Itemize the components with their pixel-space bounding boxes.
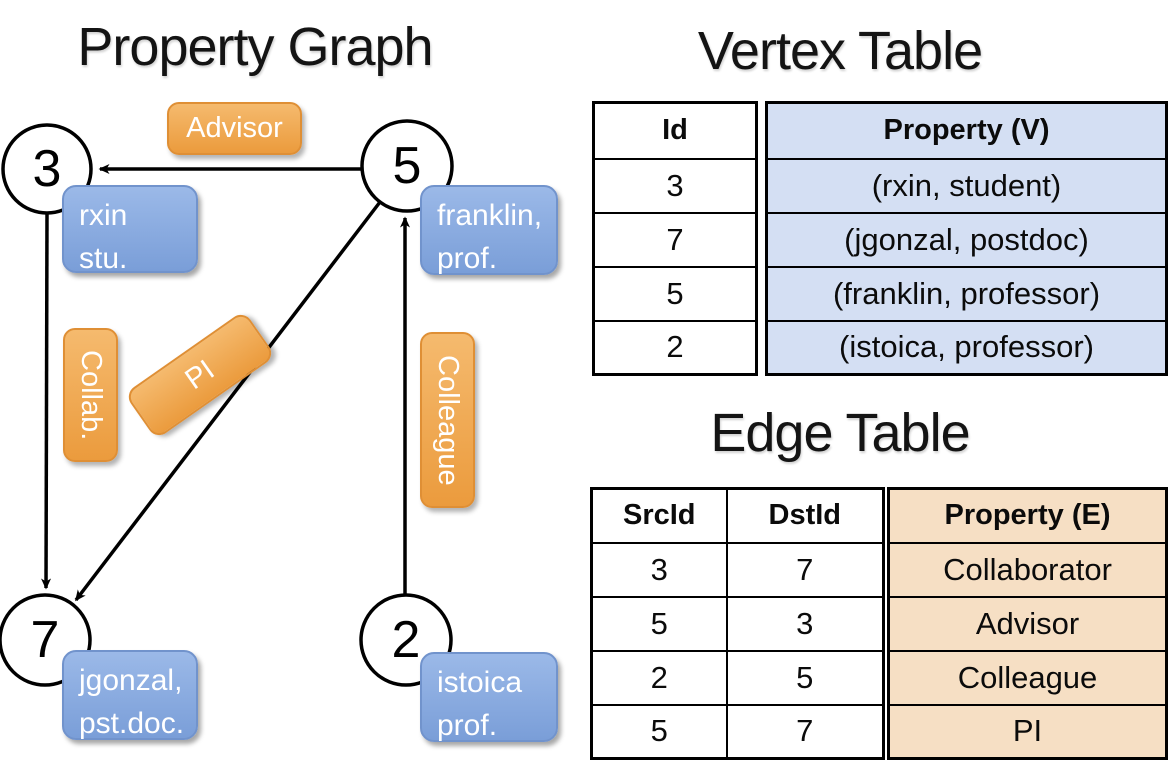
edge-table-dst-header: DstId [725,487,885,544]
edge-dst-cell: 7 [725,703,885,760]
vertex-property-cell: (istoica, professor) [765,319,1168,376]
edge-dst-cell: 5 [725,649,885,706]
edge-table-title: Edge Table [710,403,970,463]
property-graph-title: Property Graph [77,17,433,77]
edge-src-cell: 5 [590,595,728,652]
edge-table-src-header: SrcId [590,487,728,544]
vertex-id-cell: 2 [592,319,758,376]
vertex-property-cell: (franklin, professor) [765,265,1168,322]
vertex-label-3: rxin stu. [62,185,198,275]
node-id-2: 2 [391,611,421,669]
vertex-table-id-header: Id [592,101,758,160]
node-id-7: 7 [30,611,60,669]
edge-label-collab: Collab. [63,328,118,462]
vertex-label-5-line1: franklin, [437,199,543,232]
vertex-label-2-line1: istoica [437,666,523,699]
edge-property-cell: Advisor [887,595,1168,652]
vertex-label-5: franklin, prof. [420,185,558,275]
vertex-label-5-line2: prof. [437,241,498,275]
edge-table-property-column: Property (E) Collaborator Advisor Collea… [887,487,1168,760]
vertex-property-cell: (rxin, student) [765,157,1168,214]
edge-pi-5-to-7 [74,200,382,602]
edge-src-cell: 5 [590,703,728,760]
edge-property-cell: Colleague [887,649,1168,706]
edge-table-property-header: Property (E) [887,487,1168,544]
edge-table-id-columns: SrcId DstId 3 7 5 3 2 5 5 7 [590,487,885,760]
vertex-label-7-line2: pst.doc. [79,706,185,740]
edge-collab-3-to-7 [41,213,52,590]
vertex-table-property-column: Property (V) (rxin, student) (jgonzal, p… [765,101,1168,376]
edge-label-advisor: Advisor [167,102,302,155]
edge-label-colleague: Colleague [420,332,475,508]
vertex-label-7: jgonzal, pst.doc. [62,650,198,740]
vertex-id-cell: 7 [592,211,758,268]
vertex-property-cell: (jgonzal, postdoc) [765,211,1168,268]
vertex-label-3-line1: rxin [79,199,128,232]
node-id-3: 3 [32,140,62,198]
vertex-table-title: Vertex Table [697,21,983,81]
vertex-label-2: istoica prof. [420,652,558,742]
edge-property-cell: Collaborator [887,541,1168,598]
vertex-label-7-line1: jgonzal, [79,664,183,697]
edge-dst-cell: 3 [725,595,885,652]
edge-src-cell: 3 [590,541,728,598]
vertex-label-3-line2: stu. [79,241,128,275]
vertex-id-cell: 5 [592,265,758,322]
edge-src-cell: 2 [590,649,728,706]
edge-dst-cell: 7 [725,541,885,598]
node-id-5: 5 [392,137,422,195]
vertex-table-property-header: Property (V) [765,101,1168,160]
vertex-label-2-line2: prof. [437,708,498,742]
vertex-table-id-column: Id 3 7 5 2 [592,101,758,376]
vertex-id-cell: 3 [592,157,758,214]
edge-property-cell: PI [887,703,1168,760]
